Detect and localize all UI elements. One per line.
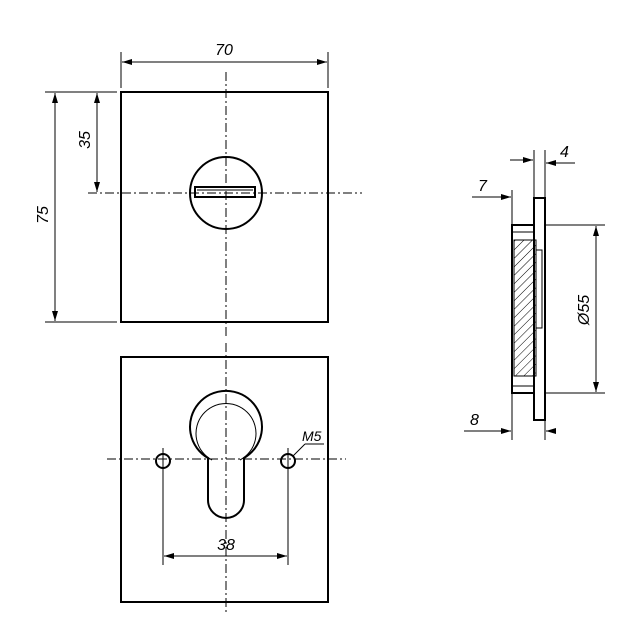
side-section-view: 4 7 Ø55 8 [464,144,605,440]
thumb-turn-slot [194,186,256,198]
dim-38-label: 38 [217,537,235,554]
cylinder-cutout-inner [195,403,257,461]
m5-label: M5 [302,428,322,444]
bottom-plate-view: M5 38 [107,343,346,615]
bottom-plate-outline [120,356,329,603]
dim-8-label: 8 [470,412,479,429]
dim-75-label: 75 [35,206,52,224]
top-plate-outline [120,91,329,323]
rosette-hatched-section [513,239,537,377]
top-plate-view: 70 75 35 [35,42,362,336]
dim-70-label: 70 [215,42,233,59]
rosette-inner-part [535,249,543,329]
thumb-turn-rosette [189,156,263,230]
dim-35-label: 35 [77,131,94,149]
dim-7-label: 7 [478,178,488,195]
m5-leader [292,443,306,457]
dim-4-label: 4 [560,144,569,161]
cylinder-cutout [189,389,263,519]
dim-55-label: Ø55 [576,295,593,326]
